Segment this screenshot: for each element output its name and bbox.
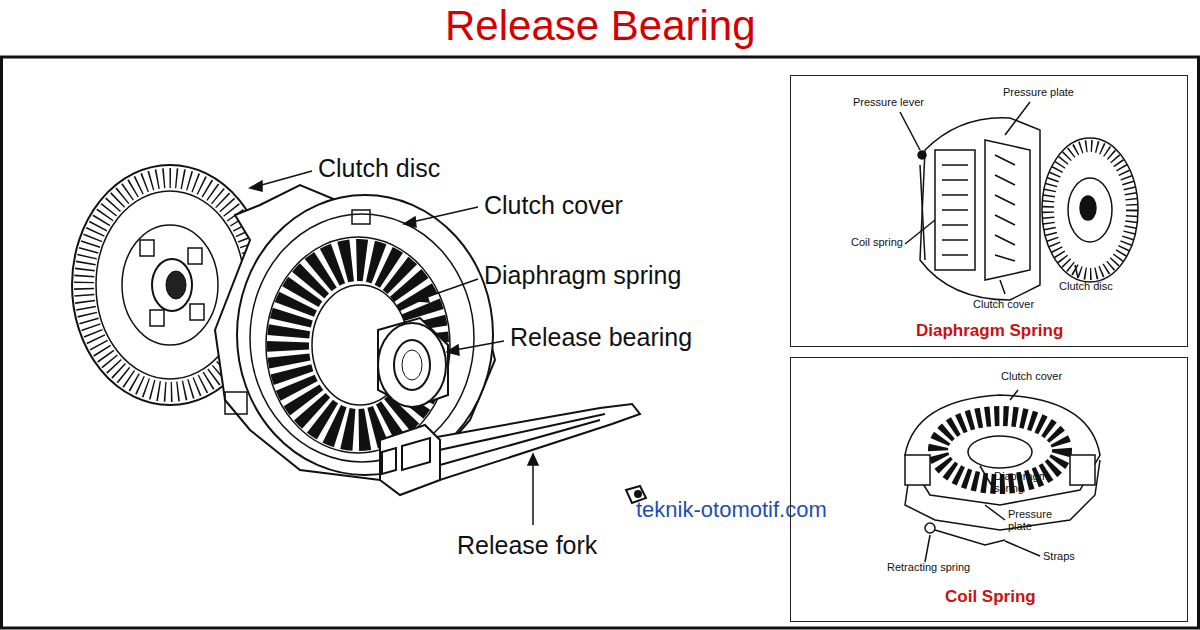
- illustration-panel: Pressure lever Pressure plateCoil springC…: [790, 75, 1188, 347]
- part-label: Straps: [1043, 550, 1075, 562]
- coil-spring-clutch-drawing: [900, 102, 1138, 300]
- part-label: Retracting spring: [887, 561, 970, 573]
- watermark: teknik-otomotif.com: [636, 497, 827, 522]
- frame: [2, 57, 1199, 628]
- panel-caption: Coil Spring: [945, 588, 1036, 607]
- diaphragm-cover-drawing: [905, 390, 1100, 562]
- part-label: Clutch cover: [973, 298, 1034, 310]
- release-bearing-drawing: [378, 318, 448, 408]
- part-label: Diaphragm spring: [484, 261, 681, 290]
- release-fork-drawing: [380, 404, 646, 503]
- diagram-title: Release Bearing: [445, 2, 756, 50]
- part-label: Release bearing: [510, 323, 692, 352]
- part-label: Pressure plate: [1008, 508, 1063, 532]
- panel-caption: Diaphragm Spring: [916, 322, 1063, 341]
- part-label: Pressure lever: [853, 96, 924, 108]
- illustration-panel: Clutch coverDiaphragm springPressure pla…: [790, 357, 1188, 622]
- part-label: Clutch cover: [1001, 370, 1062, 382]
- leader-lines: [250, 171, 538, 525]
- part-label: Coil spring: [851, 236, 903, 248]
- part-label: Release fork: [457, 531, 597, 560]
- part-label: Clutch disc: [318, 154, 440, 183]
- part-label: Diaphragm spring: [994, 470, 1054, 494]
- part-label: Clutch disc: [1059, 280, 1113, 292]
- part-label: Clutch cover: [484, 191, 623, 220]
- part-label: Pressure plate: [1003, 86, 1074, 98]
